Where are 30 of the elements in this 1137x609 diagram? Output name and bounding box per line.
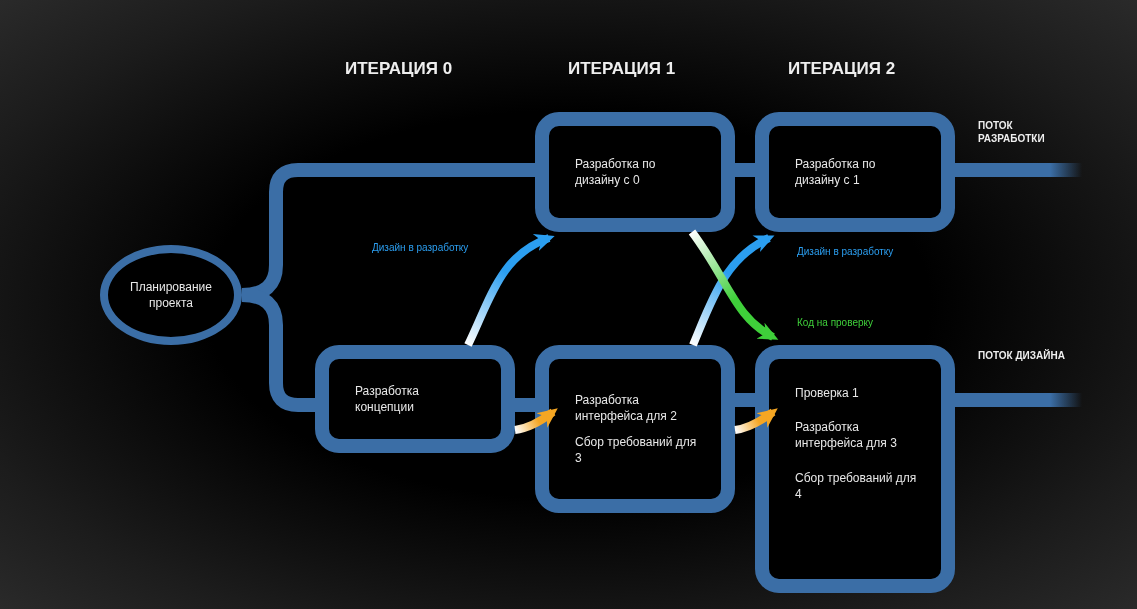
column-heading: ИТЕРАЦИЯ 2	[788, 58, 896, 80]
node-text: Планирование проекта	[129, 278, 213, 312]
node-text: Разработка по дизайну с 1	[795, 155, 877, 189]
stream-label: ПОТОК РАЗРАБОТКИ	[978, 120, 1046, 145]
arrow	[464, 234, 555, 347]
process-box	[535, 345, 735, 513]
connector-line	[955, 393, 1082, 407]
edge-label: Код на проверку	[797, 317, 873, 328]
connector-line	[515, 398, 535, 412]
arrow	[514, 408, 558, 434]
node-text: Разработка интерфейса для 2	[575, 391, 678, 424]
stream-label: ПОТОК ДИЗАЙНА	[978, 350, 1066, 363]
connector-line	[735, 163, 755, 177]
column-heading: ИТЕРАЦИЯ 1	[568, 58, 676, 80]
edge-label: Дизайн в разработку	[372, 242, 469, 253]
process-box	[755, 112, 955, 232]
connector-line	[735, 393, 755, 407]
process-box	[755, 345, 955, 593]
process-box	[315, 345, 515, 453]
arrow	[734, 408, 778, 434]
connector-line	[955, 163, 1082, 177]
node-text: Разработка концепции	[355, 382, 420, 416]
node-text: Разработка интерфейса для 3	[795, 419, 898, 452]
edge-label: Дизайн в разработку	[797, 246, 894, 257]
column-heading: ИТЕРАЦИЯ 0	[345, 58, 453, 80]
node-text: Проверка 1	[795, 385, 859, 402]
process-box	[535, 112, 735, 232]
node-text: Разработка по дизайну с 0	[575, 155, 657, 189]
node-text: Сбор требований для 4	[795, 469, 918, 502]
node-text: Сбор требований для 3	[575, 434, 698, 467]
